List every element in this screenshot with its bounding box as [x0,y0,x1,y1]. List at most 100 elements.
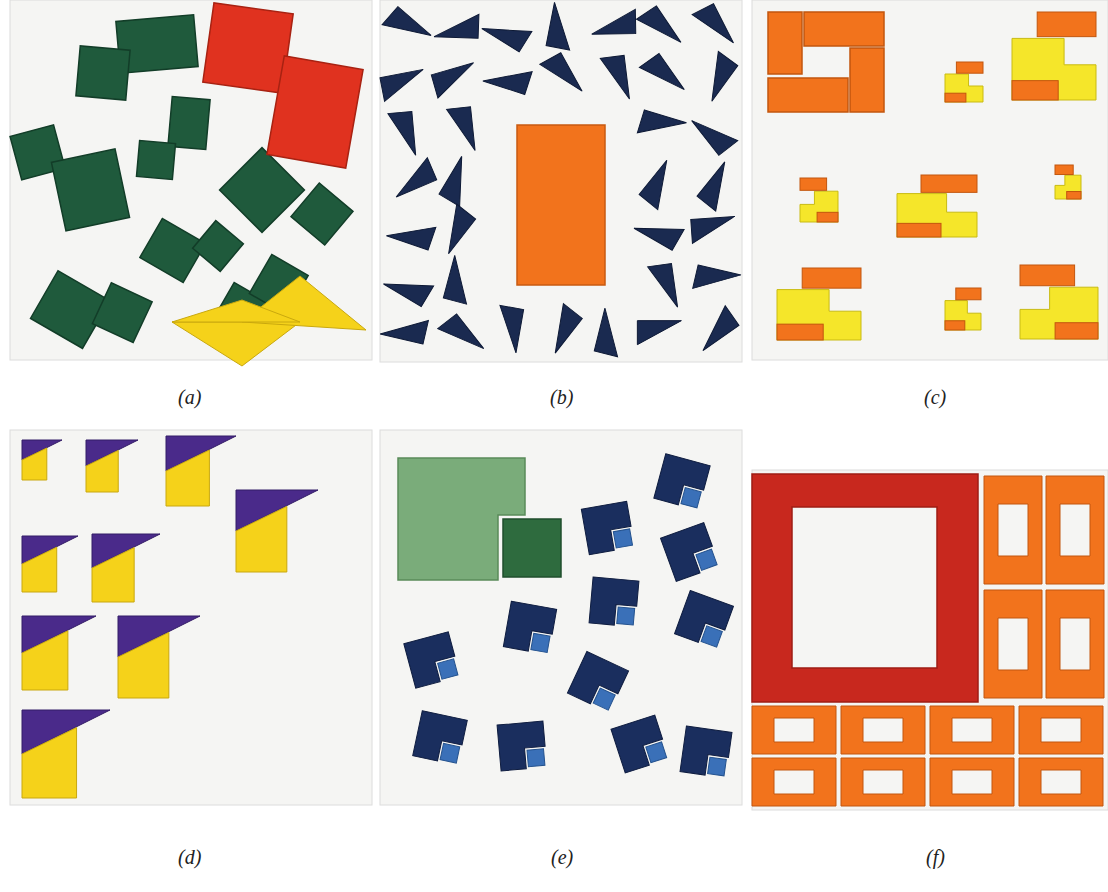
blue-square [701,626,722,647]
orange-bar [956,62,983,73]
navy-triangle [648,264,678,311]
panel-label: (c) [924,386,946,409]
yellow-triangle [92,548,134,602]
navy-triangle [447,107,475,153]
l-tile-set [654,454,710,510]
panel-label: (e) [551,846,573,869]
navy-triangle [536,304,582,353]
navy-triangle [546,2,578,50]
panel-label: (d) [178,846,201,869]
orange-frame [1046,476,1104,584]
l-tile-set [945,62,983,102]
navy-l-tile [503,601,556,654]
orange-bar [921,175,977,192]
navy-triangle [636,6,681,56]
l-tile-set [497,721,547,771]
panel-label: (a) [178,386,201,409]
navy-triangle [639,54,684,104]
l-tile-set [945,288,981,330]
l-tile-sets [777,12,1098,340]
yellow-triangle [86,450,118,492]
orange-frame [930,758,1014,806]
blue-square [617,607,635,625]
orange-frame [930,706,1014,754]
navy-l-tile [497,721,547,771]
navy-triangle [689,306,739,351]
yellow-triangle [22,448,47,480]
orange-frame [841,758,925,806]
orange-frame [752,758,836,806]
yellow-triangle [22,728,77,798]
orange-frame [841,706,925,754]
l-tile-set [404,632,460,688]
navy-triangle [443,255,478,304]
l-tile-set [413,711,468,766]
orange-bar [1012,81,1058,100]
navy-triangle [434,13,479,39]
navy-triangle [386,213,435,250]
navy-triangle [594,308,628,356]
orange-frame [1019,758,1103,806]
navy-l-tile [404,632,460,688]
l-tile-set [777,268,861,340]
blue-square [696,549,717,570]
yellow-triangle [236,506,287,572]
orange-bar [802,268,861,288]
navy-l-tile [661,523,720,582]
green-square [503,519,561,577]
navy-triangle [439,156,482,206]
navy-triangle [591,9,635,34]
blue-square [708,757,727,776]
orange-bar [945,93,966,102]
navy-l-tile [581,501,634,554]
navy-l-tile [611,715,669,773]
navy-triangle [380,69,428,101]
yellow-bowtie [172,276,366,366]
navy-triangle [600,55,629,102]
orange-frame [1019,706,1103,754]
blue-square [681,488,701,508]
orange-bar [777,324,823,340]
navy-triangle [639,160,685,209]
orange-bar [897,223,941,237]
l-tile-set [503,601,556,654]
yellow-triangle [22,631,68,690]
blue-square [646,742,667,763]
navy-l-tile [675,591,734,650]
navy-triangle [691,216,737,243]
l-tile-set [581,501,634,554]
navy-triangle [634,207,684,250]
navy-l-tile [589,577,639,627]
navy-triangle [388,111,416,157]
yellow-l-tile [897,194,977,237]
yellow-l-tile [777,290,861,340]
navy-triangle [692,4,733,54]
l-tile-set [1020,265,1098,339]
orange-bar [1067,192,1081,199]
navy-triangle [387,158,437,197]
yellow-l-tile [1055,175,1081,199]
pinwheel-tiles [768,12,884,112]
yellow-triangle [118,632,169,698]
blue-square [438,659,458,679]
panel-label: (f) [926,846,945,869]
l-tile-set [800,178,838,222]
navy-triangle [637,110,686,146]
l-tile-set [897,175,977,237]
orange-bar [1037,12,1096,37]
navy-triangle [382,7,431,54]
yellow-l-tile [1012,38,1096,100]
orange-frame [752,706,836,754]
blue-square [527,749,545,767]
l-tile-set [567,651,628,712]
l-tile-set [675,591,734,650]
orange-bar [1055,165,1073,175]
red-frame [752,474,978,702]
l-tile-set [589,577,639,627]
yellow-l-tile [1020,287,1098,339]
navy-l-tile [654,454,710,510]
navy-triangle [692,106,738,155]
orange-bar [945,321,965,330]
navy-triangle [637,321,681,345]
